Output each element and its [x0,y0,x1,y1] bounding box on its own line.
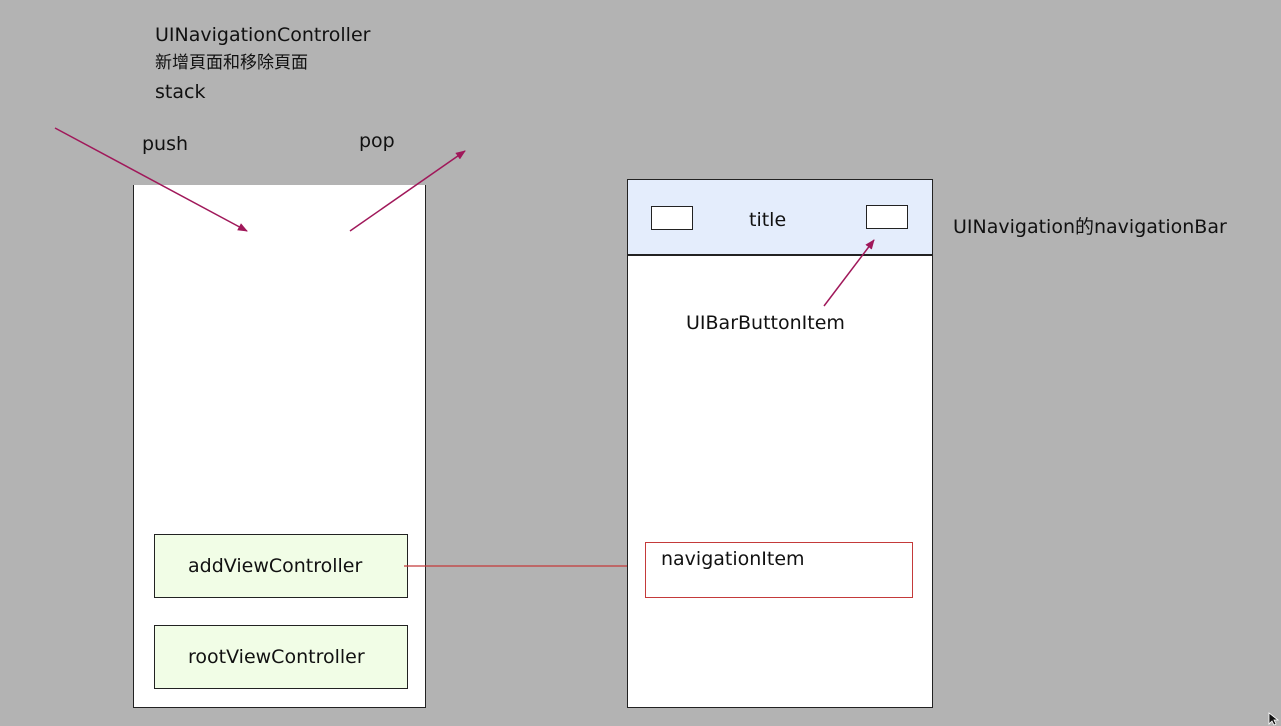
left-bar-button [651,206,693,230]
diagram-title: UINavigationController [155,24,371,46]
root-view-controller-box: rootViewController [154,625,408,689]
mouse-cursor-icon [1268,712,1280,726]
add-view-controller-box: addViewController [154,534,408,598]
phone-screen [627,179,933,708]
add-view-controller-label: addViewController [188,555,363,577]
navbar-title: title [749,209,787,231]
pop-label: pop [359,130,395,152]
bar-button-item-caption: UIBarButtonItem [686,312,845,334]
navigation-bar-caption: UINavigation的navigationBar [953,216,1227,238]
right-bar-button [866,205,908,229]
diagram-subtitle: 新增頁面和移除頁面 [155,53,308,73]
stack-label: stack [155,81,206,103]
navigation-item-box [645,542,913,598]
push-label: push [142,133,189,155]
root-view-controller-label: rootViewController [188,646,365,668]
navigation-stack [133,185,426,708]
navigation-item-label: navigationItem [661,548,805,570]
